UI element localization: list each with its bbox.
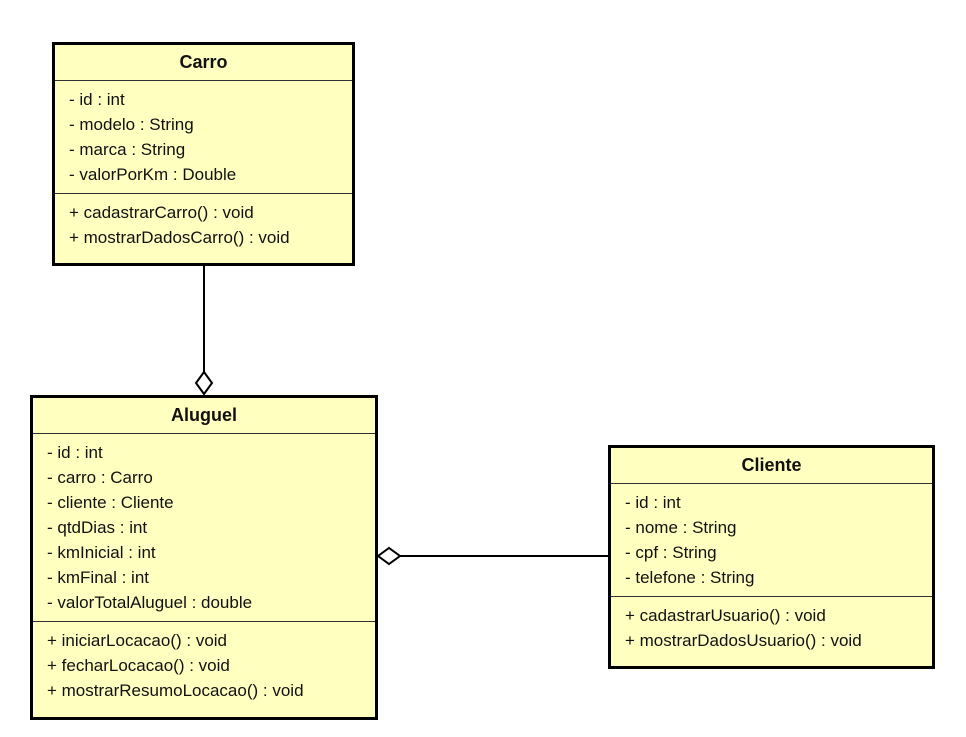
class-name: Cliente [611, 448, 932, 484]
attribute[interactable]: - cliente : Cliente [47, 493, 174, 512]
operation[interactable]: + mostrarResumoLocacao() : void [47, 681, 304, 700]
attribute[interactable]: - carro : Carro [47, 468, 153, 487]
operation[interactable]: + mostrarDadosUsuario() : void [625, 631, 862, 650]
attribute[interactable]: - qtdDias : int [47, 518, 148, 537]
attribute[interactable]: - kmFinal : int [47, 568, 150, 587]
attribute[interactable]: - modelo : String [69, 115, 194, 134]
operations-compartment: + cadastrarUsuario() : void + mostrarDad… [611, 596, 932, 659]
aggregation-diamond-aluguel-carro [194, 370, 214, 396]
aggregation-diamond-aluguel-cliente [376, 546, 402, 566]
class-name: Aluguel [33, 398, 375, 434]
class-name: Carro [55, 45, 352, 81]
attribute[interactable]: - marca : String [69, 140, 186, 159]
attribute[interactable]: - cpf : String [625, 543, 717, 562]
attributes-compartment: - id : int - modelo : String - marca : S… [55, 81, 352, 193]
operation[interactable]: + cadastrarCarro() : void [69, 203, 254, 222]
operations-compartment: + cadastrarCarro() : void + mostrarDados… [55, 193, 352, 256]
operations-compartment: + iniciarLocacao() : void + fecharLocaca… [33, 621, 375, 709]
attributes-compartment: - id : int - carro : Carro - cliente : C… [33, 434, 375, 621]
aggregation-cliente-aluguel[interactable] [376, 546, 608, 566]
attribute[interactable]: - kmInicial : int [47, 543, 156, 562]
attribute[interactable]: - id : int [625, 493, 681, 512]
attribute[interactable]: - id : int [69, 90, 125, 109]
aggregation-carro-aluguel[interactable] [194, 266, 214, 396]
class-cliente[interactable]: Cliente - id : int - nome : String - cpf… [608, 445, 935, 669]
attribute[interactable]: - telefone : String [625, 568, 755, 587]
class-carro[interactable]: Carro - id : int - modelo : String - mar… [52, 42, 355, 266]
operation[interactable]: + iniciarLocacao() : void [47, 631, 228, 650]
operation[interactable]: + fecharLocacao() : void [47, 656, 230, 675]
attribute[interactable]: - valorPorKm : Double [69, 165, 237, 184]
attribute[interactable]: - valorTotalAluguel : double [47, 593, 253, 612]
class-aluguel[interactable]: Aluguel - id : int - carro : Carro - cli… [30, 395, 378, 720]
attributes-compartment: - id : int - nome : String - cpf : Strin… [611, 484, 932, 596]
attribute[interactable]: - nome : String [625, 518, 737, 537]
attribute[interactable]: - id : int [47, 443, 103, 462]
operation[interactable]: + mostrarDadosCarro() : void [69, 228, 290, 247]
operation[interactable]: + cadastrarUsuario() : void [625, 606, 826, 625]
